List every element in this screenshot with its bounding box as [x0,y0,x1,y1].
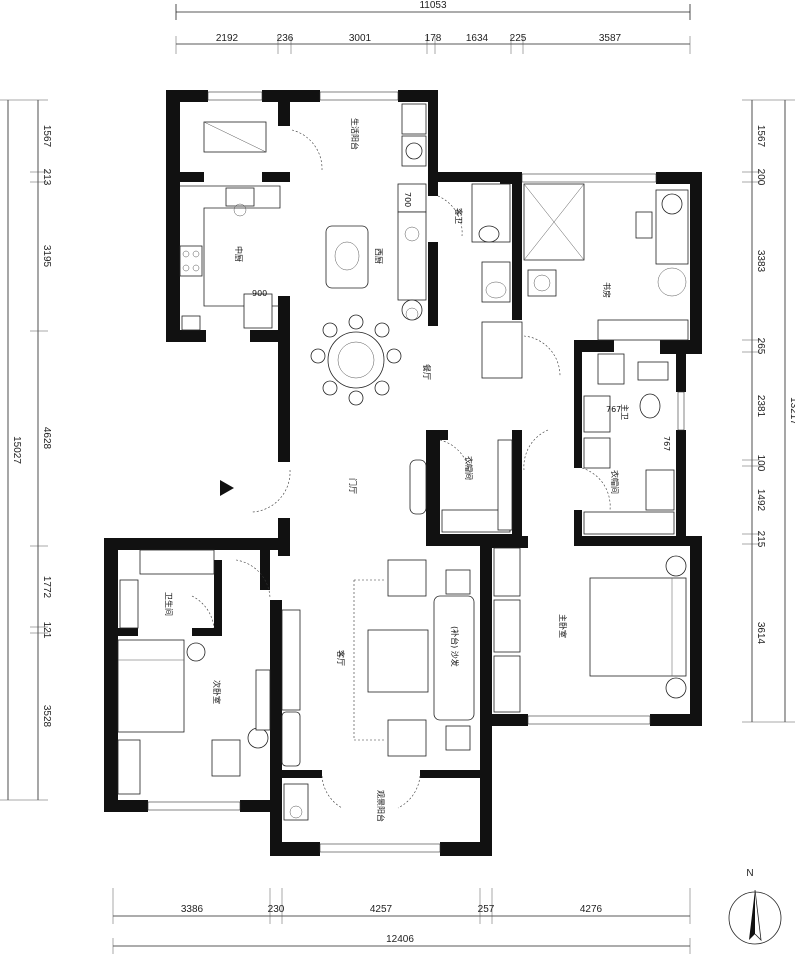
dim-left-6: 121 [41,622,52,639]
label-master-bedroom: 主卧室 [558,614,568,638]
dim-top-6: 225 [510,33,527,44]
left-dimensions: 15027 1567 213 3195 4628 1772 121 3528 [0,99,52,801]
dim-right-4: 265 [755,338,766,355]
furniture [117,103,689,821]
label-western-kitchen: 西厨 [374,248,383,264]
label-study: 书房 [602,282,612,298]
dim-bottom-5: 4276 [580,904,603,915]
north-arrow-icon [749,890,755,940]
label-counter-900: 900 [252,289,267,298]
windows [147,91,685,853]
label-closet-767b: 767 [662,436,671,451]
north-arrow: N [728,868,782,945]
dim-right-1: 1567 [755,125,766,148]
dim-top-2: 236 [277,33,294,44]
dim-bottom-2: 230 [268,904,285,915]
dim-left-5: 1772 [41,576,52,599]
dim-bottom-1: 3386 [181,904,204,915]
label-view-balcony: 观景阳台 [376,790,386,822]
dim-top-5: 1634 [466,33,489,44]
dim-left-3: 3195 [41,245,52,268]
right-dimensions: 13217 1567 200 3383 265 2381 100 1492 21… [742,99,795,723]
dim-top-1: 2192 [216,33,239,44]
label-kitchen: 中厨 [234,246,244,262]
label-sofa: (补台) 沙发 [450,626,460,667]
dim-right-2: 200 [755,169,766,186]
label-dining: 餐厅 [422,364,431,380]
label-living-room: 客厅 [336,650,346,666]
dim-left-2: 213 [41,169,52,186]
north-label: N [746,868,753,879]
label-closet-right: 衣帽间 [610,470,620,494]
walls [104,90,702,856]
dim-left-4: 4628 [41,427,52,450]
label-closet-767a: 767 [606,405,621,414]
label-foyer: 门厅 [348,478,358,494]
label-life-balcony: 生活阳台 [350,118,360,150]
label-master-bath: 主卫 [620,404,630,420]
dim-right-3: 3383 [755,250,766,273]
dim-right-total: 13217 [788,397,795,425]
dim-left-1: 1567 [41,125,52,148]
dim-bottom-total: 12406 [386,934,414,945]
dim-right-5: 2381 [755,395,766,418]
label-closet-center: 衣帽间 [464,456,474,480]
dim-right-9: 3614 [755,622,766,645]
dim-top-7: 3587 [599,33,622,44]
dim-bottom-3: 4257 [370,904,393,915]
dim-top-total: 11053 [419,0,447,11]
dim-right-7: 1492 [755,489,766,512]
label-second-bedroom: 次卧室 [212,680,222,704]
dim-bottom-4: 257 [478,904,495,915]
dim-top-4: 178 [425,33,442,44]
room-labels: 生活阳台 中厨 西厨 客卫 书房 餐厅 主卫 衣帽间 衣帽间 门厅 卫生间 次卧… [164,118,671,822]
dim-right-6: 100 [755,455,766,472]
label-bath: 卫生间 [164,592,174,616]
dim-left-7: 3528 [41,705,52,728]
dim-right-8: 215 [755,531,766,548]
dim-left-total: 15027 [11,436,22,464]
top-dimensions: 11053 2192 236 3001 178 1634 225 3587 [175,0,691,54]
label-fridge-700: 700 [403,192,412,207]
label-guest-bath: 客卫 [454,208,464,224]
dim-top-3: 3001 [349,33,372,44]
doors [191,129,611,809]
bottom-dimensions: 3386 230 4257 257 4276 12406 [112,888,691,954]
